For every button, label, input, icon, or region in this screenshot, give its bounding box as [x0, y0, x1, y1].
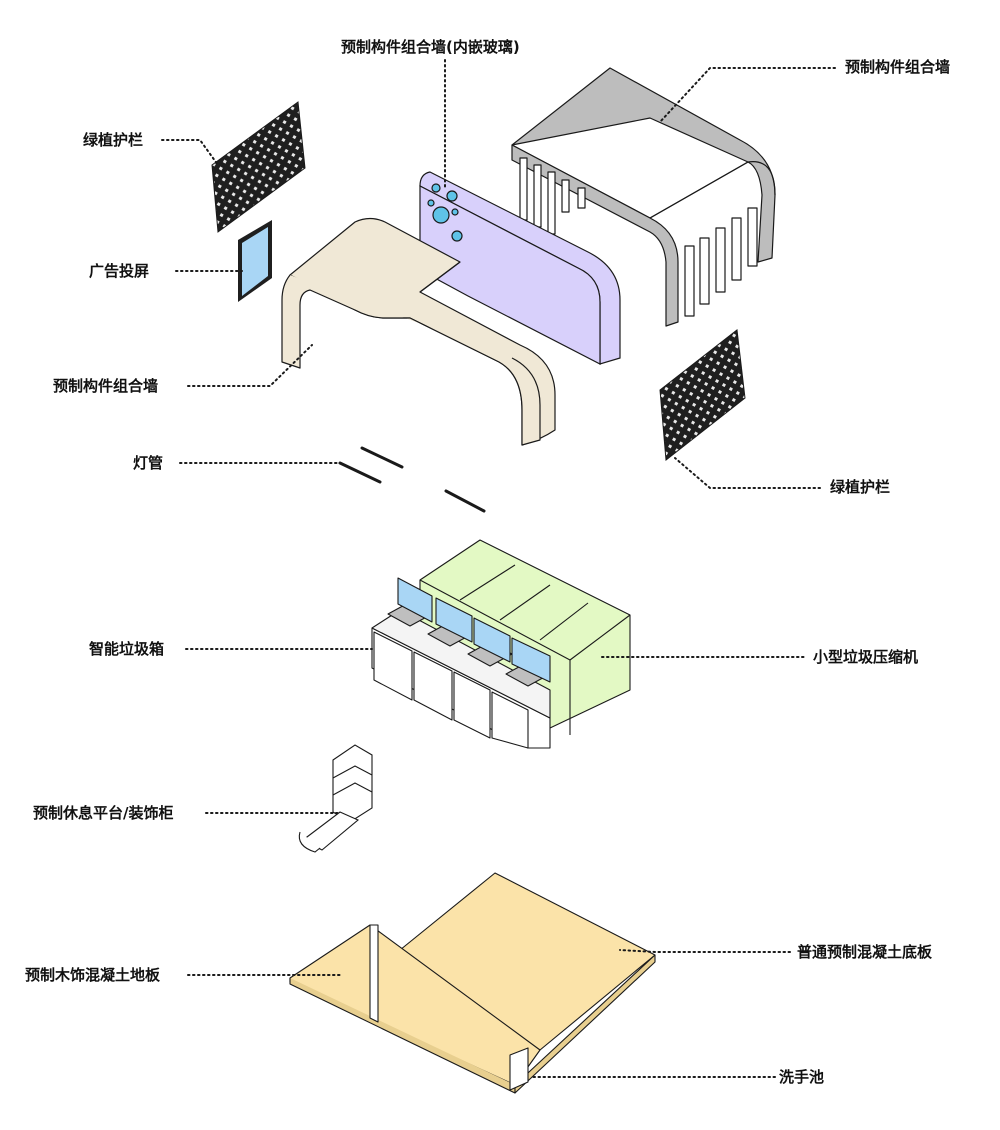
label-rest-platform: 预制休息平台/装饰柜: [33, 804, 174, 822]
label-green-rail-right: 绿植护栏: [830, 478, 891, 496]
label-ad-screen: 广告投屏: [89, 262, 150, 280]
green-rail-right: [659, 329, 746, 461]
glass-composite-wall: [419, 171, 621, 365]
beige-composite-wall: [281, 217, 556, 446]
label-wood-floor: 预制木饰混凝土地板: [25, 966, 161, 984]
label-beige-composite-wall: 预制构件组合墙: [53, 377, 159, 395]
floor-slabs: [289, 872, 656, 1094]
label-compactor: 小型垃圾压缩机: [813, 648, 919, 666]
label-concrete-floor: 普通预制混凝土底板: [797, 943, 933, 961]
label-gray-composite-wall: 预制构件组合墙: [845, 58, 951, 76]
label-wash-basin: 洗手池: [779, 1068, 825, 1086]
label-green-rail-left: 绿植护栏: [83, 131, 144, 149]
rest-platform-cabinet: [298, 744, 373, 853]
leader-lines: [161, 59, 836, 1078]
label-smart-bin: 智能垃圾箱: [89, 640, 165, 658]
light-tubes: [338, 446, 486, 513]
gray-composite-wall: [511, 67, 776, 327]
label-glass-composite-wall: 预制构件组合墙(内嵌玻璃): [341, 38, 520, 56]
label-light-tube: 灯管: [133, 454, 164, 472]
ad-screen: [238, 220, 272, 302]
green-rail-left: [211, 101, 306, 233]
smart-bins: [371, 577, 551, 749]
